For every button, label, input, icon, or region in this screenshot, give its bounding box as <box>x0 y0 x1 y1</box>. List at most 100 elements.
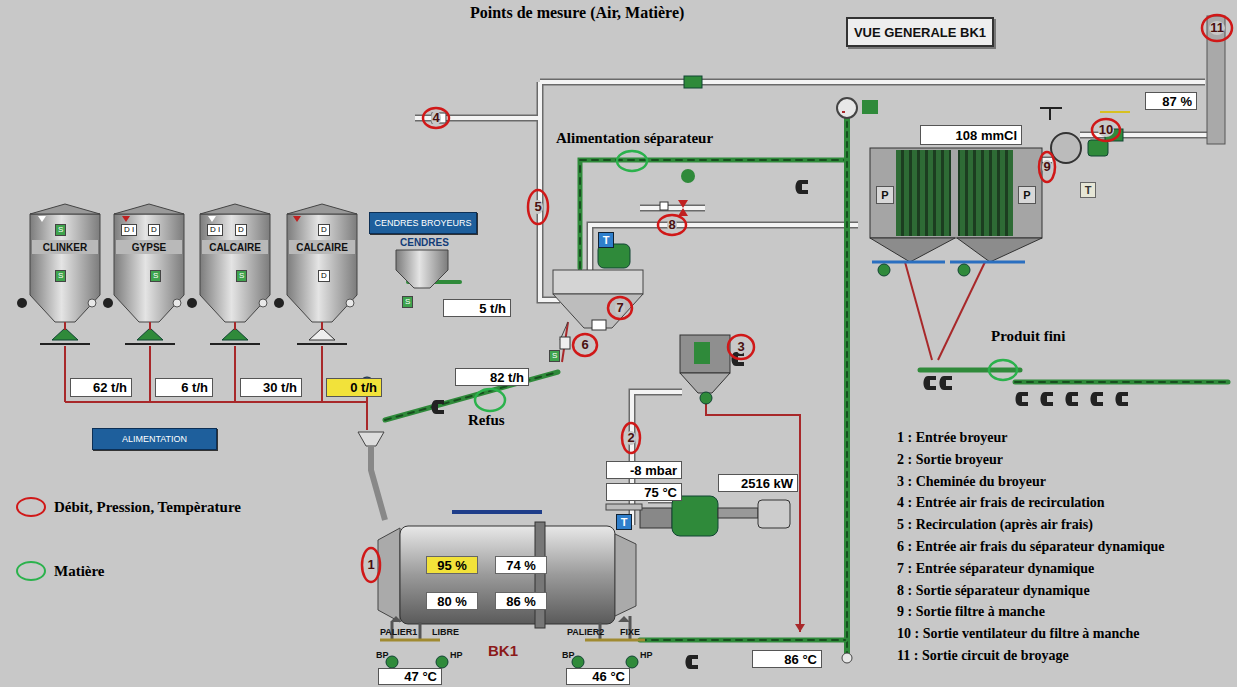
transmitter-box: T <box>616 514 632 530</box>
node-text: 6 t/h <box>181 380 208 395</box>
legend-swatch <box>16 561 46 581</box>
bearing-label: BP <box>562 650 575 660</box>
status-indicator: D <box>318 224 330 236</box>
bearing-label: LIBRE <box>432 627 459 637</box>
node-text: CALCAIRE <box>296 242 348 253</box>
bearing-label: PALIER1 <box>380 627 417 637</box>
flow-display: 0 t/h <box>326 378 382 397</box>
node-text: T <box>1085 184 1092 196</box>
bearing-label: HP <box>640 650 653 660</box>
node-text: ALIMENTATION <box>122 434 187 444</box>
legend-entry: Débit, Pression, Tempèrature <box>16 497 241 517</box>
status-indicator: S <box>55 270 66 282</box>
callout-key: 7 : Entrée séparateur dynamique <box>897 561 1094 577</box>
silo-name: GYPSE <box>116 240 182 254</box>
node-text: 2516 kW <box>741 476 793 491</box>
callout-key: 6 : Entrée air frais du séparateur dynam… <box>897 539 1164 555</box>
node-text: GYPSE <box>132 242 166 253</box>
status-indicator: S <box>549 350 560 362</box>
silo-name: CLINKER <box>32 240 98 254</box>
legend-swatch <box>16 497 46 517</box>
flow-display: 30 t/h <box>240 378 302 397</box>
callout-key: 8 : Sortie séparateur dynamique <box>897 583 1090 599</box>
flow-display: 62 t/h <box>70 378 132 397</box>
callout-key: 3 : Cheminée du broyeur <box>897 474 1046 490</box>
node-text: 75 °C <box>644 485 677 500</box>
pressure-display: -8 mbar <box>606 461 682 479</box>
node-text: 87 % <box>1162 94 1192 109</box>
callout-key: 4 : Entrée air frais de recirculation <box>897 495 1105 511</box>
mill-value: 80 % <box>426 592 478 610</box>
callout-number: 3 <box>736 340 745 354</box>
node-text: CALCAIRE <box>209 242 261 253</box>
status-indicator: S <box>402 296 413 308</box>
temperature-display: 86 °C <box>752 650 822 668</box>
fan-display: 87 % <box>1145 92 1197 110</box>
legend-entry: Matière <box>16 561 105 581</box>
status-indicator: D I <box>207 224 223 236</box>
callout-number: 2 <box>626 431 635 445</box>
transmitter-box: T <box>598 232 614 248</box>
view-button: VUE GENERALE BK1 <box>846 17 994 47</box>
temperature-display: 75 °C <box>606 483 682 501</box>
mill-value: 86 % <box>495 592 547 610</box>
status-indicator: S <box>55 224 66 236</box>
node-text: T <box>603 234 610 246</box>
status-indicator: D <box>235 224 247 236</box>
callout-number: 10 <box>1098 123 1114 137</box>
flow-display: 6 t/h <box>155 378 213 397</box>
flow-label: Produit fini <box>991 328 1065 345</box>
power-display: 2516 kW <box>718 474 798 492</box>
callout-key: 10 : Sortie ventilateur du filtre à manc… <box>897 626 1140 642</box>
callout-number: 8 <box>667 218 676 232</box>
mill-value: 74 % <box>495 556 547 574</box>
callout-number: 7 <box>615 301 624 315</box>
filter-tag: P <box>876 186 894 204</box>
bearing-label: BP <box>376 650 389 660</box>
callout-key: 2 : Sortie broyeur <box>897 452 1003 468</box>
node-text: 0 t/h <box>350 380 377 395</box>
node-text: 80 % <box>437 594 467 609</box>
status-indicator: D <box>148 224 160 236</box>
status-indicator: S <box>150 270 161 282</box>
callout-key: 5 : Recirculation (après air frais) <box>897 517 1093 533</box>
node-text: CLINKER <box>43 242 87 253</box>
callout-number: 5 <box>533 200 542 214</box>
flow-display: 82 t/h <box>455 368 529 386</box>
node-text: 95 % <box>437 558 467 573</box>
node-text: 86 % <box>506 594 536 609</box>
bearing-label: PALIER2 <box>567 627 604 637</box>
area-label: CENDRES <box>400 237 449 248</box>
node-text: 82 t/h <box>490 370 524 385</box>
node-text: P <box>881 189 888 201</box>
callout-number: 9 <box>1042 160 1051 174</box>
node-text: 86 °C <box>784 652 817 667</box>
pressure-display: 108 mmCl <box>920 125 1022 145</box>
equipment-name: BK1 <box>488 642 518 659</box>
temperature-display: 46 °C <box>566 668 630 685</box>
callout-key: 11 : Sortie circuit de broyage <box>897 648 1069 664</box>
callout-key: 9 : Sortie filtre à manche <box>897 604 1045 620</box>
node-text: CENDRES BROYEURS <box>374 218 471 228</box>
temperature-display: 47 °C <box>378 668 442 685</box>
silo-name: CALCAIRE <box>202 240 268 254</box>
node-text: VUE GENERALE BK1 <box>854 25 986 40</box>
legend-text: Débit, Pression, Tempèrature <box>54 499 241 516</box>
silo-name: CALCAIRE <box>289 240 355 254</box>
ash-button: CENDRES BROYEURS <box>369 212 476 234</box>
legend-text: Matière <box>54 563 105 580</box>
filter-tag: P <box>1018 186 1036 204</box>
node-text: 62 t/h <box>93 380 127 395</box>
status-indicator: D <box>318 270 330 282</box>
bearing-label: FIXE <box>620 627 640 637</box>
node-text: 47 °C <box>404 669 437 684</box>
transmitter-box: T <box>1080 182 1096 198</box>
callout-key: 1 : Entrée broyeur <box>897 430 1008 446</box>
node-text: 30 t/h <box>263 380 297 395</box>
node-text: T <box>621 516 628 528</box>
feed-button: ALIMENTATION <box>92 428 217 450</box>
flow-label: Refus <box>468 412 505 429</box>
node-text: P <box>1023 189 1030 201</box>
node-text: 108 mmCl <box>956 128 1017 143</box>
status-indicator: S <box>236 270 247 282</box>
